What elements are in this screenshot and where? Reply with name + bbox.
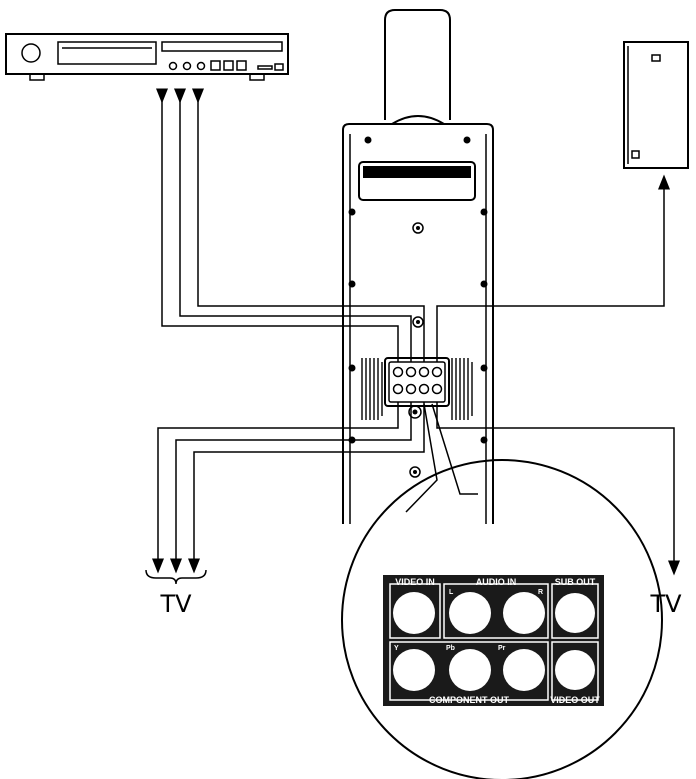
- panel-label-video-out: VIDEO OUT: [550, 695, 600, 705]
- tv-label-right: TV: [649, 590, 682, 618]
- panel-label-component-out: COMPONENT OUT: [429, 695, 510, 705]
- callout-line: [431, 403, 478, 495]
- speaker-tower-icon: [342, 9, 494, 524]
- panel-label-audio-in: AUDIO IN: [476, 577, 517, 587]
- dvd-player-icon: [5, 33, 289, 81]
- component-cables: [152, 402, 425, 574]
- panel-label-pr: Pr: [498, 645, 506, 652]
- panel-label-sub-out: SUB OUT: [555, 577, 596, 587]
- dvd-cables: [156, 88, 425, 362]
- connector-panel-icon: [341, 459, 663, 779]
- panel-label-pb: Pb: [446, 645, 455, 652]
- panel-label-audio-l: L: [449, 589, 454, 596]
- video-out-cable: [436, 402, 680, 576]
- panel-label-audio-r: R: [538, 589, 543, 596]
- callout-line: [405, 403, 438, 513]
- tv-label-left: TV: [159, 590, 192, 618]
- sub-cable: [436, 174, 670, 362]
- panel-label-video-in: VIDEO IN: [395, 577, 435, 587]
- subwoofer-speaker-icon: [623, 41, 689, 169]
- tv-brace: [145, 569, 207, 585]
- panel-label-y: Y: [394, 645, 399, 652]
